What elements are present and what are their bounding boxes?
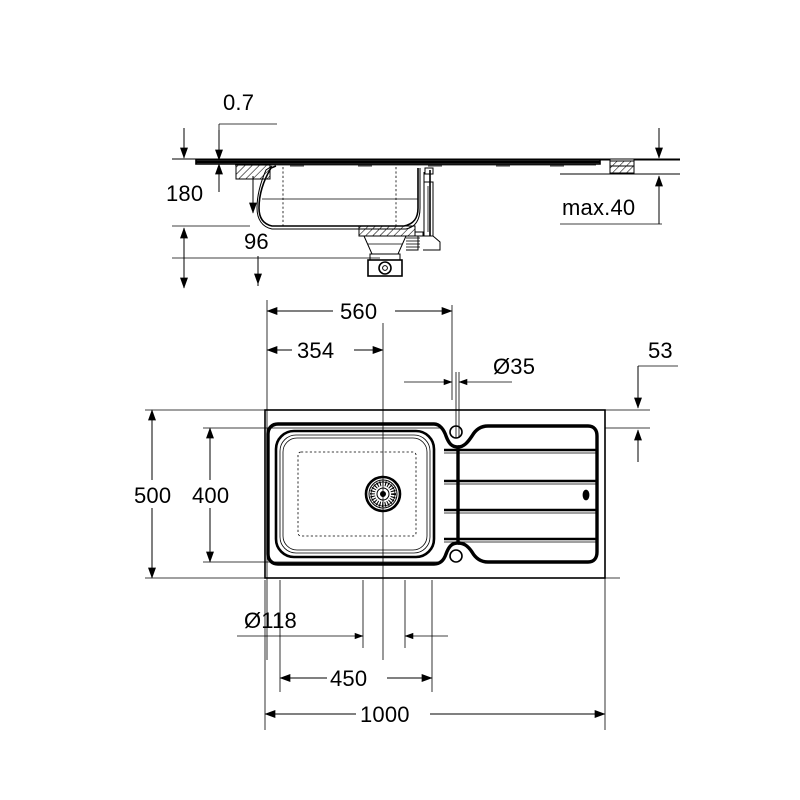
dimension-450: 450 [279,664,433,691]
waste-outlet-section [358,225,424,277]
dimension-rim-thickness: 0.7 [215,90,277,161]
dimension-label-354: 354 [297,338,334,363]
dimension-53: 53 [605,338,678,462]
waste-thread-detail [406,237,420,248]
dimension-label-450: 450 [330,666,367,691]
dimension-label-0-7: 0.7 [223,90,254,115]
dimension-bowl-depth: 180 [166,128,250,258]
plan-extension-lines [145,300,650,730]
dimension-label-53: 53 [648,338,673,363]
bowl-recess-outline [266,422,460,566]
dimension-tap-hole-dia: Ø35 [404,354,535,386]
dimension-label-dia118: Ø118 [244,608,297,633]
dimension-500: 500 [134,409,182,579]
overflow-pipe-section [423,167,441,251]
dimension-waste-height: 96 [172,176,380,289]
dimension-label-180: 180 [166,181,203,206]
bowl-section-profile [256,165,421,230]
top-plan-view: 560 354 Ø35 53 [134,297,678,730]
worktop-right-step [560,159,680,175]
dimension-label-dia35: Ø35 [493,354,535,379]
bowl-inner-outline [274,429,436,559]
sink-rim-plate [195,159,601,167]
drainer-board [444,424,599,564]
dimension-label-96: 96 [244,229,269,254]
drainer-grooves [444,448,596,543]
dimension-400: 400 [192,427,240,563]
cross-section-view: 0.7 180 96 [166,90,680,289]
worktop-left-clamp [235,164,271,180]
dimension-354: 354 [266,336,384,363]
dimension-label-max40: max.40 [562,195,635,220]
dimension-worktop-max: max.40 [560,128,663,225]
dimension-label-560: 560 [340,299,377,324]
dimension-waste-dia: Ø118 [237,608,448,640]
dimension-label-1000: 1000 [360,702,410,727]
dimension-1000: 1000 [264,700,606,727]
dimension-label-500: 500 [134,483,171,508]
dimension-560: 560 [266,297,453,324]
dimension-label-400: 400 [192,483,229,508]
accessory-hole-plan [449,549,463,563]
